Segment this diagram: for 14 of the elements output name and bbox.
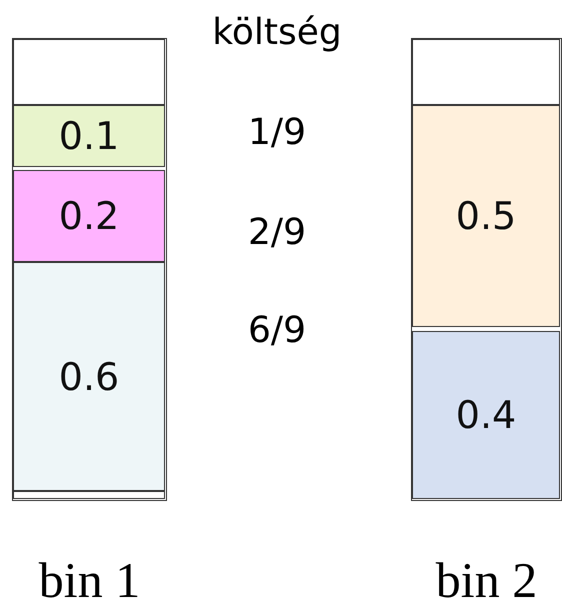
item-block: 0.1 (13, 105, 165, 167)
bin-label: bin 2 (434, 551, 538, 609)
bin-label: bin 1 (38, 551, 142, 609)
empty-slot (412, 39, 560, 105)
column-heading: költség (211, 12, 343, 53)
cost-value: 2/9 (247, 212, 307, 253)
item-block: 0.5 (412, 105, 560, 327)
item-block: 0.6 (13, 262, 165, 491)
item-block: 0.4 (412, 331, 560, 499)
cost-value: 1/9 (247, 112, 307, 153)
item-block: 0.2 (13, 170, 165, 262)
cost-value: 6/9 (247, 310, 307, 351)
empty-slot (13, 39, 165, 105)
empty-slot (13, 491, 165, 499)
